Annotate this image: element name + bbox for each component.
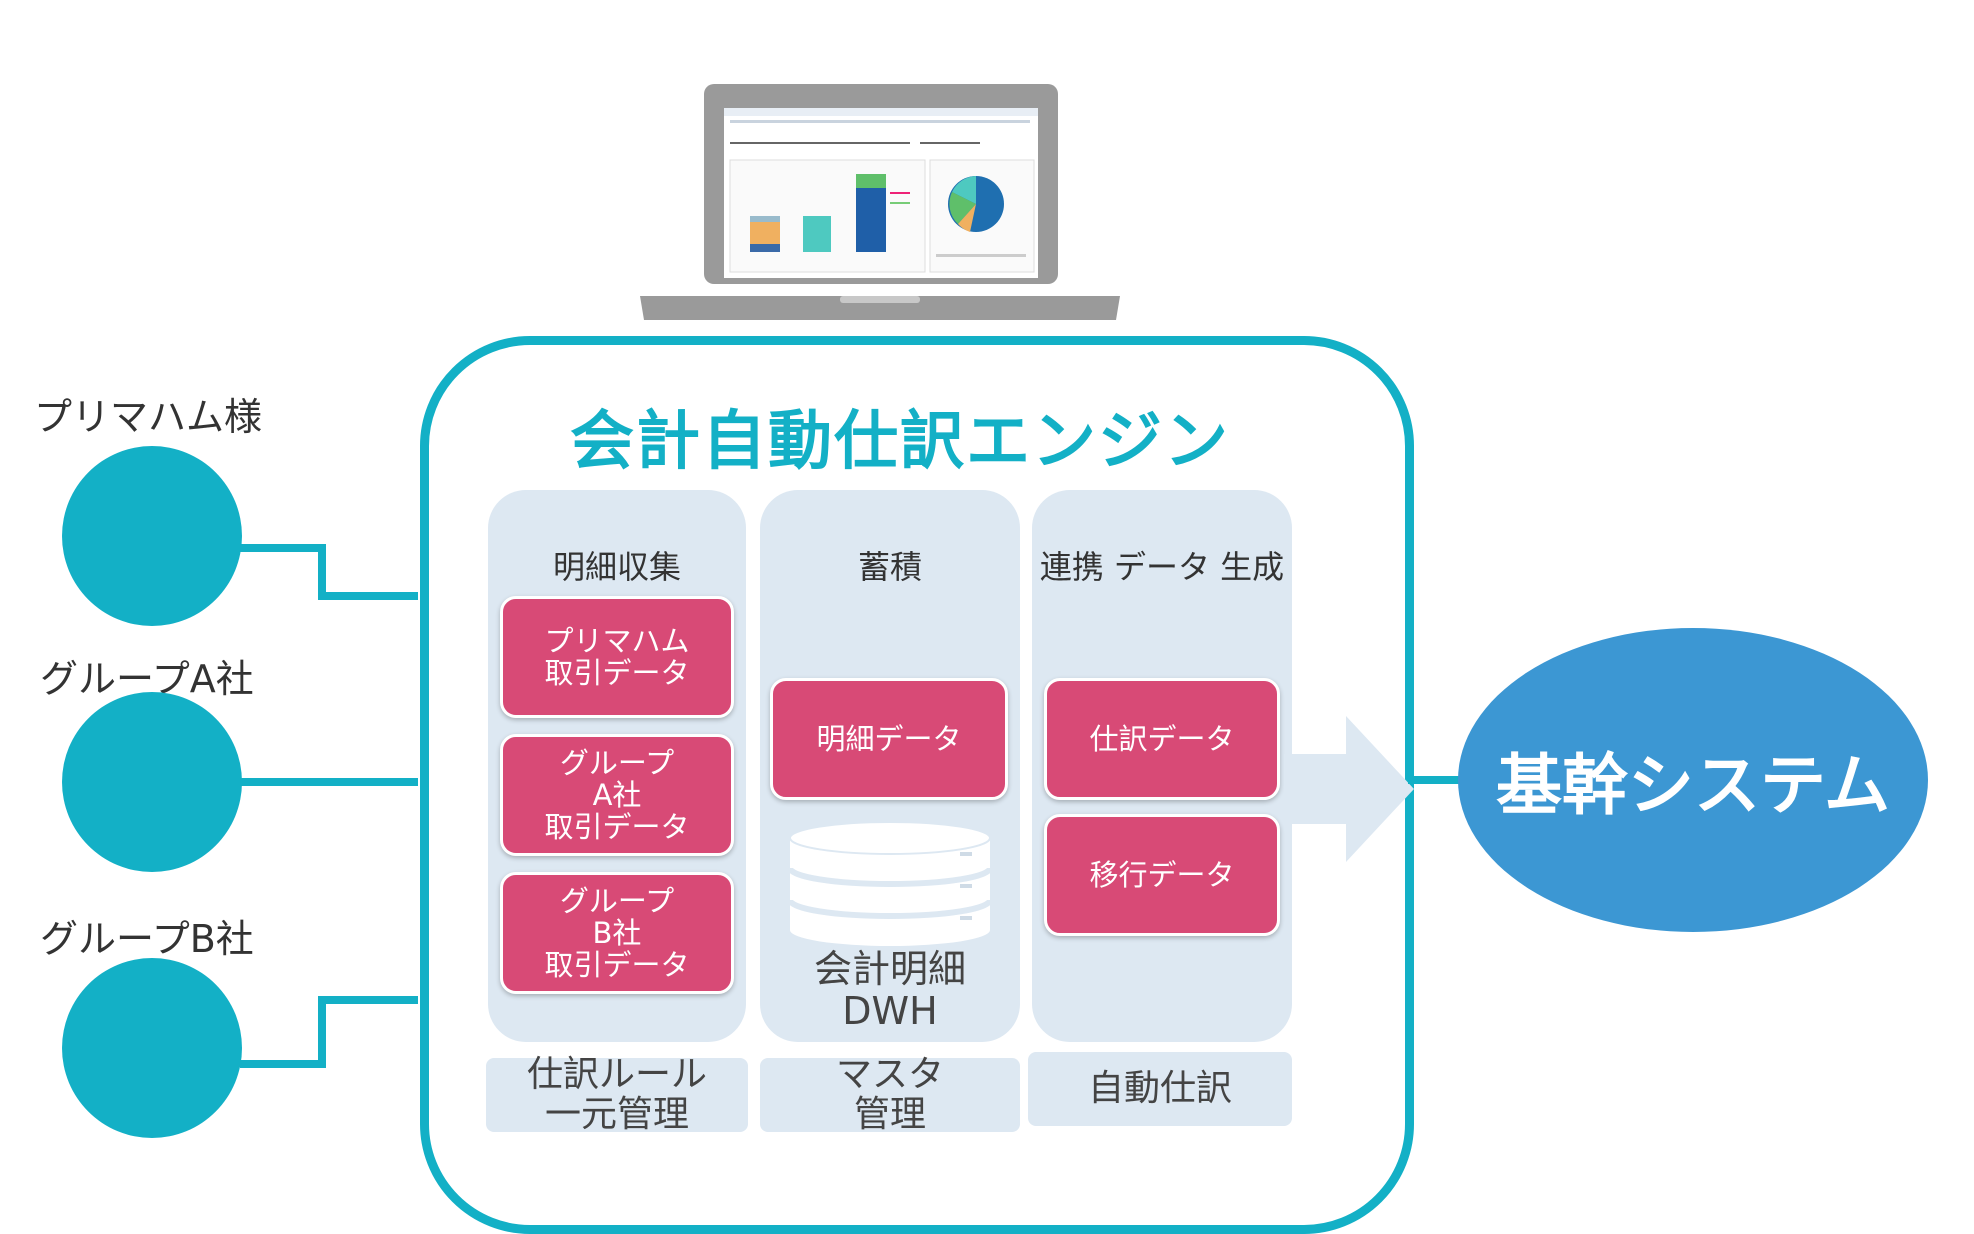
card-journal-data: 仕訳データ	[1044, 678, 1280, 800]
column-store-title: 蓄積	[857, 548, 922, 586]
card-prima-transactions: プリマハム 取引データ	[500, 596, 734, 718]
connector-group-a	[240, 778, 418, 786]
source-node-group-a	[62, 692, 242, 872]
footer-master-management: マスタ 管理	[760, 1055, 1020, 1135]
column-collect-title: 明細収集	[552, 548, 681, 586]
source-label-group-b: グループB社	[40, 917, 254, 961]
card-detail-data: 明細データ	[770, 678, 1008, 800]
column-generate-title: 連携 データ 生成	[1039, 548, 1285, 586]
dwh-label: 会計明細 DWH	[813, 947, 966, 1033]
connector-prima-vertical	[318, 544, 326, 600]
connector-group-b-vertical	[318, 996, 326, 1068]
source-label-prima: プリマハム様	[34, 395, 263, 439]
database-icon	[790, 822, 990, 946]
card-migration-data: 移行データ	[1044, 814, 1280, 936]
connector-group-b-end	[318, 996, 418, 1004]
connector-core	[1408, 776, 1464, 784]
core-system-node: 基幹システム	[1458, 628, 1928, 932]
source-node-group-b	[62, 958, 242, 1138]
engine-title: 会計自動仕訳エンジン	[570, 405, 1230, 479]
right-arrow-icon	[1284, 716, 1414, 862]
connector-prima-end	[318, 592, 418, 600]
source-node-prima	[62, 446, 242, 626]
footer-rule-management: 仕訳ルール 一元管理	[486, 1055, 748, 1135]
connector-prima	[240, 544, 326, 552]
footer-auto-journal: 自動仕訳	[1028, 1052, 1292, 1126]
connector-group-b	[240, 1060, 326, 1068]
laptop-dashboard-icon	[640, 84, 1120, 320]
core-system-label: 基幹システム	[1495, 747, 1891, 824]
card-group-a-transactions: グループ A社 取引データ	[500, 734, 734, 856]
card-group-b-transactions: グループ B社 取引データ	[500, 872, 734, 994]
